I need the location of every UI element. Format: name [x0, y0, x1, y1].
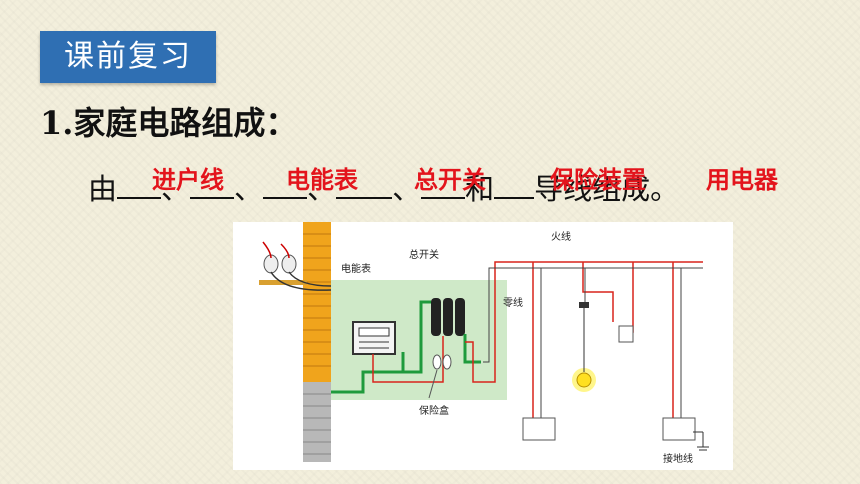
- label-live-wire: 火线: [551, 230, 571, 243]
- sentence-and: 和: [465, 172, 495, 206]
- answer-1: 进户线: [152, 166, 224, 194]
- light-bulb: [572, 302, 596, 392]
- socket-right: [662, 417, 696, 441]
- blank-2: [190, 173, 235, 199]
- insulator-bracket: [259, 241, 332, 291]
- sentence-end: 导线组成。: [534, 172, 680, 206]
- sep: 、: [234, 172, 264, 206]
- blank-5: [421, 173, 466, 199]
- answer-2: 电能表: [286, 166, 358, 194]
- fill-in-sentence: 由 、 、 、 、 和 导线组成。: [88, 166, 679, 208]
- answer-5: 用电器: [706, 166, 778, 194]
- label-meter: 电能表: [341, 262, 371, 275]
- electric-meter: [352, 321, 396, 355]
- household-circuit-diagram: 电能表 总开关 火线 零线 保险盒 接地线: [233, 222, 733, 470]
- label-fuse-box: 保险盒: [419, 404, 449, 417]
- answer-4: 保险装置: [550, 166, 646, 194]
- blank-1: [117, 173, 162, 199]
- sep: 、: [392, 172, 422, 206]
- sep: 、: [307, 172, 337, 206]
- answer-3: 总开关: [414, 166, 486, 194]
- main-switch: [431, 298, 465, 336]
- ground-symbol: [693, 431, 709, 451]
- label-ground-wire: 接地线: [663, 452, 693, 465]
- heading: 1.家庭电路组成：: [40, 104, 298, 142]
- blank-3: [263, 173, 308, 199]
- fuse-box: [428, 354, 452, 399]
- wall-switch: [618, 325, 634, 343]
- sep: 、: [161, 172, 191, 206]
- section-badge: 课前复习: [40, 31, 216, 83]
- blank-6: [494, 173, 535, 199]
- brick-wall: [303, 222, 331, 462]
- sentence-start: 由: [88, 172, 118, 206]
- label-neutral-wire: 零线: [503, 296, 523, 309]
- label-main-switch: 总开关: [409, 248, 439, 261]
- socket-left: [522, 417, 556, 441]
- blank-4: [336, 173, 393, 199]
